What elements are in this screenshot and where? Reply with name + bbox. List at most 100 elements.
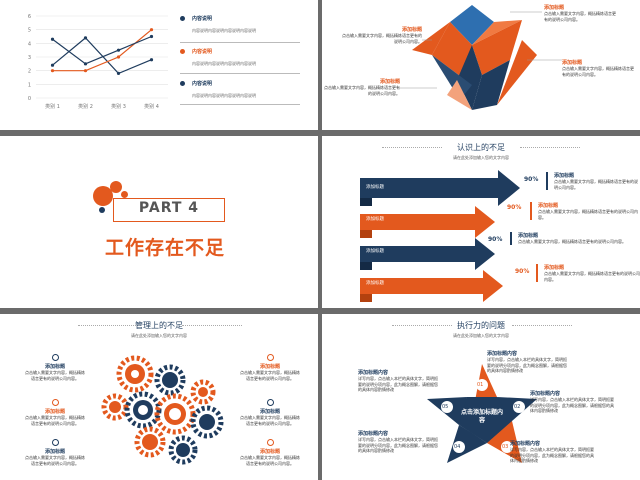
series-point [83, 69, 88, 73]
series-point [116, 55, 121, 59]
star-block-4: 添加标题内容 详写内容，点击输入本栏的具体文字，简明扼要的说明分项内容，此为概念… [358, 431, 438, 453]
callout-mid-right: 添加标题 点击输入需要文字内容，概括精炼语言更有的说明公司内容。 [562, 59, 634, 77]
y-tick-label: 3 [28, 55, 31, 61]
series-point [149, 58, 154, 62]
star-num-3: 03 [502, 444, 509, 450]
divider [180, 73, 300, 74]
star-num-1: 01 [477, 382, 484, 388]
series-point [149, 28, 154, 32]
row-desc-3: 添加标题 点击输入需要文字内容，概括精炼语言更有的说明公司内容。 [510, 232, 628, 245]
y-tick-label: 6 [28, 14, 31, 20]
gear-item-5: 添加标题 点击输入需要文字内容，概括精炼语言更有的说明公司内容。 [240, 399, 300, 426]
star-num-2: 02 [514, 404, 521, 410]
callout-title: 添加标题 [379, 79, 400, 85]
slide-gears[interactable]: 管理上的不足 请在此处添加输入您的文字内容 添加标题 点击输入需要文字内容，概括… [0, 314, 318, 480]
callout-top-left: 添加标题 点击输入需要文字内容，概括精炼语言更有的说明公司内容。 [342, 26, 422, 44]
slide-subtitle: 请在此处添加输入您的文字内容 [453, 333, 509, 338]
callout-top-right: 添加标题 点击输入需要文字内容，概括精炼语言更有的说明公司内容。 [544, 4, 619, 22]
divider-right [182, 325, 242, 326]
decor-circle-tiny [99, 207, 105, 213]
series-point [50, 37, 55, 41]
dot-icon [180, 49, 185, 54]
y-tick-label: 5 [28, 28, 31, 34]
star-num-5: 05 [442, 404, 449, 410]
slide-subtitle: 请在此处添加输入您的文字内容 [453, 155, 509, 160]
dot-icon [51, 399, 59, 406]
dot-icon [51, 354, 59, 361]
dot-icon [180, 81, 185, 86]
slide-subtitle: 请在此处添加输入您的文字内容 [131, 333, 187, 338]
divider-left [78, 325, 138, 326]
legend-desc: 内容说明内容说明内容说明内容说明 [192, 61, 256, 66]
star-block-3: 添加标题内容 详写内容，点击输入本栏的具体文字，简明扼要的说明分项内容，此为概念… [530, 391, 614, 413]
gears-graphic [101, 355, 224, 465]
divider-right [512, 325, 572, 326]
series-point [83, 62, 88, 66]
percent-1: 90% [524, 176, 539, 183]
y-tick-label: 2 [28, 69, 31, 75]
series-point [149, 34, 154, 39]
part-label: PART 4 [138, 200, 200, 216]
x-tick-label: 类别 2 [78, 103, 93, 110]
legend-title: 内容说明 [192, 81, 213, 87]
diamond-graphic [400, 5, 562, 110]
row-desc-1: 添加标题 点击输入需要文字内容，概括精炼语言更有的说明公司内容。 [546, 172, 640, 190]
x-tick-label: 类别 1 [45, 103, 60, 110]
y-tick-label: 1 [28, 82, 31, 88]
arrow-label-3: 添加标题 [366, 249, 384, 254]
gear-item-4: 添加标题 点击输入需要文字内容，概括精炼语言更有的说明公司内容。 [240, 354, 300, 381]
series-point [83, 36, 88, 40]
dot-icon [266, 439, 274, 446]
row-desc-2: 添加标题 点击输入需要文字内容，概括精炼语言更有的说明公司内容。 [530, 202, 638, 220]
divider-left [382, 147, 442, 148]
star-block-5: 添加标题内容 详写内容，点击输入本栏的具体文字，简明扼要的说明分项内容，此为概念… [510, 441, 594, 463]
star-graphic [427, 364, 537, 463]
divider [180, 42, 300, 43]
slide-title: 管理上的不足 [135, 321, 183, 330]
decor-circle-large [93, 186, 113, 206]
decor-circle-small [121, 191, 128, 198]
x-tick-label: 类别 3 [111, 103, 126, 110]
decor-circle-medium [110, 181, 122, 193]
star-num-4: 04 [454, 444, 461, 450]
legend-title: 内容说明 [192, 16, 213, 22]
legend-desc: 内容说明内容说明内容说明内容说明 [192, 28, 256, 33]
slide-star[interactable]: 执行力的问题 请在此处添加输入您的文字内容 01 02 03 04 05 点击添… [322, 314, 640, 480]
arrows-graphic [360, 170, 520, 302]
dot-icon [266, 399, 274, 406]
dot-icon [180, 16, 185, 21]
legend-title: 内容说明 [192, 49, 213, 55]
percent-4: 90% [515, 268, 530, 275]
row-desc-4: 添加标题 点击输入需要文字内容，概括精炼语言更有的说明公司内容。 [536, 264, 640, 282]
series-line-3 [52, 35, 152, 65]
callout-desc: 点击输入需要文字内容，概括精炼语言更有的说明公司内容。 [544, 11, 616, 22]
slide-arrows[interactable]: 认识上的不足 请在此处添加输入您的文字内容 添加标题 添加标题 添加标题 添加标… [322, 136, 640, 308]
series-point [50, 63, 55, 67]
arrow-label-1: 添加标题 [366, 185, 384, 190]
gear-item-3: 添加标题 点击输入需要文字内容，概括精炼语言更有的说明公司内容。 [25, 439, 85, 466]
slide-title: 执行力的问题 [457, 321, 505, 330]
y-tick-label: 0 [28, 96, 31, 102]
slide-section-title[interactable]: PART 4 工作存在不足 [0, 136, 318, 308]
divider [180, 104, 300, 105]
callout-bottom-left: 添加标题 点击输入需要文字内容，概括精炼语言更有的说明公司内容。 [324, 78, 400, 96]
y-tick-label: 4 [28, 41, 31, 47]
gear-item-1: 添加标题 点击输入需要文字内容，概括精炼语言更有的说明公司内容。 [25, 354, 85, 381]
callout-title: 添加标题 [562, 60, 583, 66]
callout-title: 添加标题 [544, 5, 565, 11]
gear-item-2: 添加标题 点击输入需要文字内容，概括精炼语言更有的说明公司内容。 [25, 399, 85, 426]
slide-diamond[interactable]: 添加标题 点击输入需要文字内容，概括精炼语言更有的说明公司内容。 添加标题 点击… [322, 0, 640, 130]
star-block-1: 添加标题内容 详写内容，点击输入本栏的具体文字，简明扼要的说明分项内容，此为概念… [487, 351, 567, 373]
part-box [113, 198, 225, 222]
section-title: 工作存在不足 [105, 237, 226, 259]
series-point [116, 71, 121, 75]
percent-2: 90% [507, 204, 522, 211]
callout-desc: 点击输入需要文字内容，概括精炼语言更有的说明公司内容。 [562, 66, 634, 77]
percent-3: 90% [488, 236, 503, 243]
star-block-2: 添加标题内容 详写内容，点击输入本栏的具体文字，简明扼要的说明分项内容，此为概念… [358, 370, 438, 392]
divider-left [392, 325, 452, 326]
star-center-label: 点击添加标题内容 [460, 409, 503, 424]
callout-desc: 点击输入需要文字内容，概括精炼语言更有的说明公司内容。 [324, 85, 400, 96]
